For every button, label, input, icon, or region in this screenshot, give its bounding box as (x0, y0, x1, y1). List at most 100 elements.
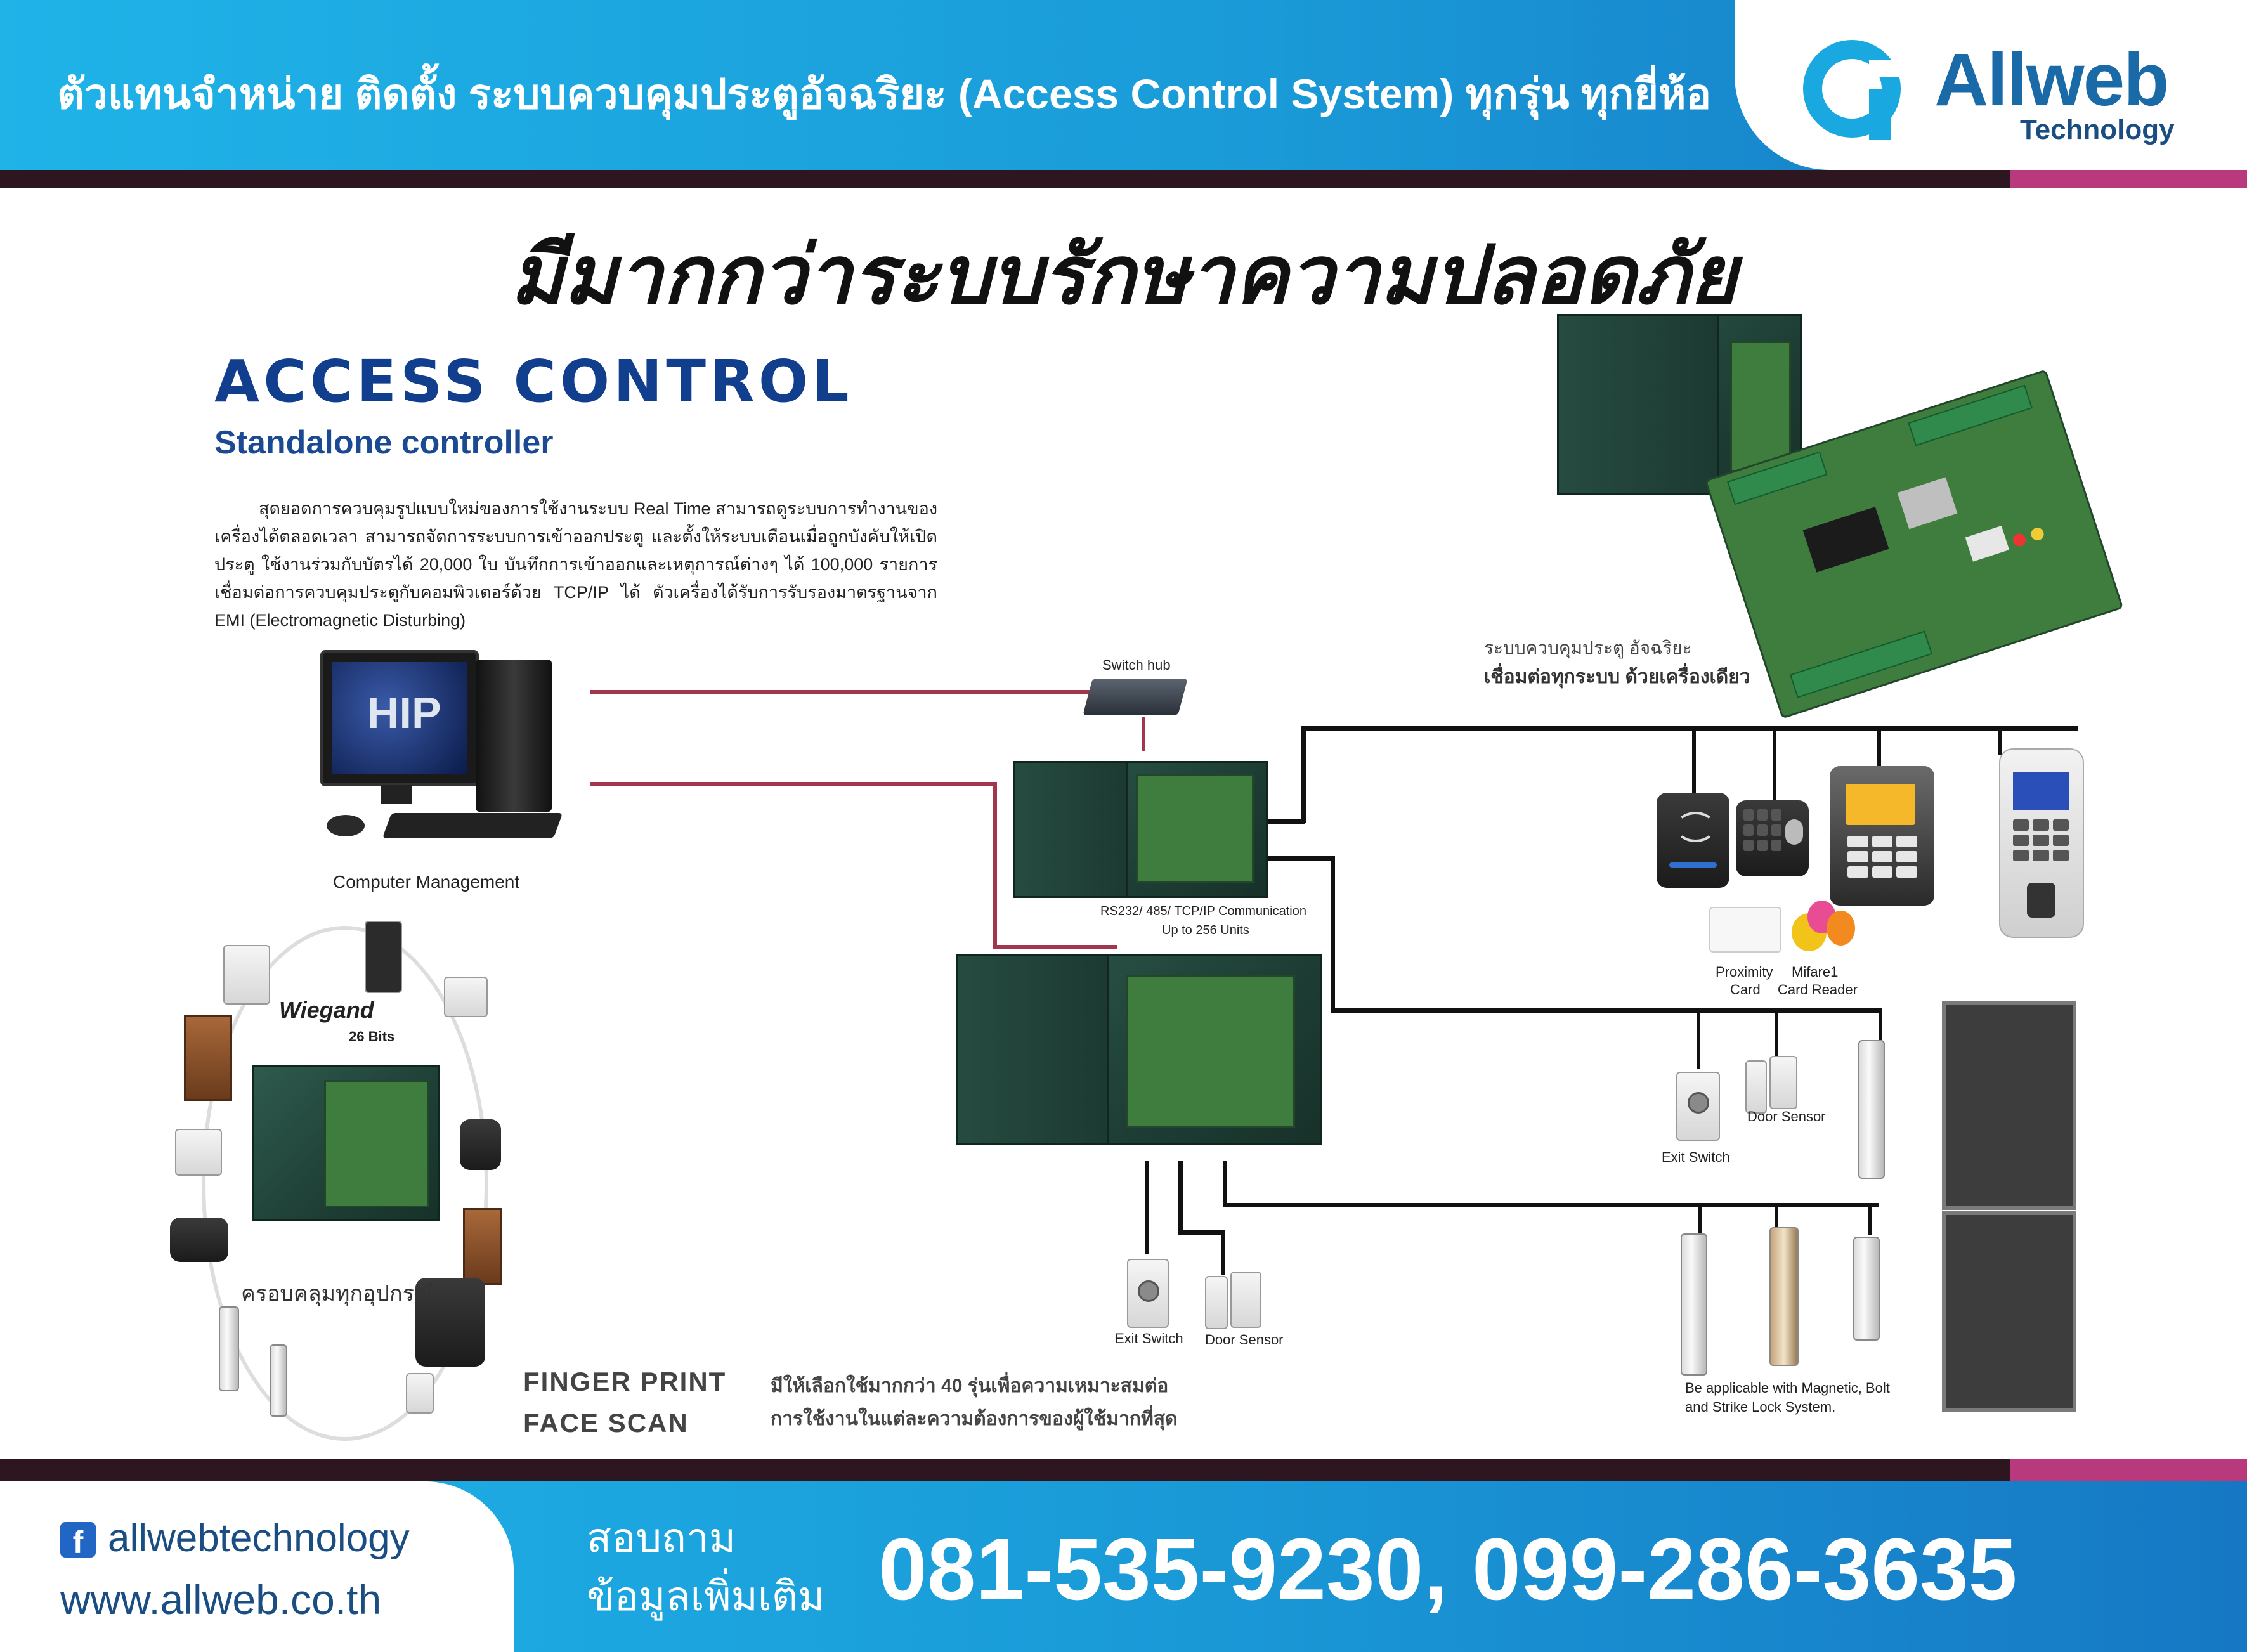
ring-face-terminal (415, 1278, 485, 1367)
computer-label: Computer Management (333, 872, 520, 892)
wire-black-5 (1773, 726, 1776, 802)
header-title: ตัวแทนจำหน่าย ติดตั้ง ระบบควบคุมประตูอัจ… (57, 70, 1712, 117)
fingerprint-terminal (1999, 748, 2084, 938)
cabinet-2-board (1126, 975, 1295, 1128)
models-description-1: มีให้เลือกใช้มากกว่า 40 รุ่นเพื่อความเหม… (771, 1376, 1169, 1396)
inquiry-label-2: ข้อมูลเพิ่มเติม (587, 1573, 825, 1619)
wire-black-14 (1145, 1161, 1149, 1254)
inquiry-label-1: สอบถาม (587, 1515, 736, 1561)
wire-black-6 (1877, 726, 1881, 771)
keyboard (382, 813, 563, 838)
exit-switch-lower (1127, 1259, 1169, 1328)
door-sensor-lower-label: Door Sensor (1205, 1332, 1284, 1348)
door-upper (1942, 1001, 2076, 1210)
wire-black-2 (1301, 726, 1306, 823)
wire-black-7 (1998, 726, 2002, 755)
models-description-2: การใช้งานในแต่ละความต้องการของผู้ใช้มากท… (771, 1408, 1178, 1429)
bolt-lock-lower (1769, 1227, 1799, 1366)
top-stripe (0, 170, 2247, 188)
proximity-card-label-1: Proximity (1716, 964, 1773, 980)
ring-device-2 (444, 977, 488, 1017)
lock-caption-1: Be applicable with Magnetic, Bolt (1685, 1380, 1890, 1396)
mifare-label-2: Card Reader (1778, 982, 1858, 998)
wire-black-3 (1301, 726, 2078, 731)
door-lower (1942, 1211, 2076, 1412)
proximity-card (1709, 907, 1781, 953)
footer-contact-panel (0, 1481, 514, 1652)
phone-numbers[interactable]: 081-535-9230, 099-286-3635 (878, 1521, 2017, 1618)
wire-black-12 (1775, 1008, 1778, 1059)
comm-label-1: RS232/ 485/ TCP/IP Communication (1100, 904, 1306, 918)
access-control-subtitle: Standalone controller (214, 424, 554, 461)
ring-device-4 (460, 1119, 501, 1170)
wire-red-2 (1142, 717, 1145, 751)
facebook-icon[interactable]: f (60, 1522, 96, 1560)
wire-black-11 (1697, 1008, 1700, 1069)
ring-reader-top (365, 921, 402, 993)
access-control-description: สุดยอดการควบคุมรูปแบบใหม่ของการใช้งานระบ… (214, 499, 937, 630)
switch-hub-label: Switch hub (1102, 657, 1171, 673)
wire-black-8 (1265, 856, 1332, 861)
monitor-stand (381, 785, 412, 804)
fingerprint-icon (1785, 819, 1803, 845)
proximity-card-label-2: Card (1730, 982, 1761, 998)
wire-black-4 (1692, 726, 1696, 809)
magnetic-lock-upper (1858, 1040, 1885, 1179)
finger-print-title: FINGER PRINT (523, 1367, 727, 1396)
magnetic-lock-lower (1681, 1233, 1707, 1376)
ring-door-right (463, 1208, 502, 1285)
exit-switch-lower-label: Exit Switch (1115, 1330, 1183, 1346)
exit-switch-upper (1676, 1072, 1720, 1141)
main-heading: มีมากกว่าระบบรักษาความปลอดภัย (510, 230, 1737, 321)
wire-black-9 (1331, 856, 1335, 1011)
ring-bolt (270, 1344, 287, 1417)
ring-door-left (184, 1015, 232, 1101)
wire-red-4 (993, 782, 997, 947)
facebook-link[interactable]: allwebtechnology (108, 1516, 410, 1560)
controller-caption-2: เชื่อมต่อทุกระบบ ด้วยเครื่องเดียว (1484, 667, 1750, 687)
cabinet-door (1559, 316, 1719, 493)
wire-black-21 (1775, 1203, 1778, 1228)
strike-lock-lower (1853, 1237, 1880, 1341)
terminal-reader (1830, 766, 1934, 906)
pc-tower (476, 660, 552, 812)
ring-exit (406, 1373, 434, 1414)
door-sensor-lower-a (1205, 1276, 1228, 1329)
bits-label: 26 Bits (349, 1029, 395, 1044)
door-sensor-upper-label: Door Sensor (1747, 1109, 1826, 1124)
wire-black-13 (1879, 1008, 1882, 1040)
allweb-logo-icon (1803, 40, 1906, 140)
controller-caption-1: ระบบควบคุมประตู อัจฉริยะ (1484, 638, 1692, 658)
wiegand-label: Wiegand (279, 997, 374, 1023)
exit-switch-upper-label: Exit Switch (1662, 1149, 1730, 1165)
wire-red-1 (590, 690, 1091, 694)
keypad-reader (1736, 800, 1809, 876)
bottom-stripe-accent (2010, 1459, 2247, 1481)
ring-caption: ครอบคลุมทุกอุปกรณ์ (241, 1282, 434, 1306)
wire-black-1 (1265, 819, 1305, 824)
bottom-stripe (0, 1459, 2247, 1481)
wire-black-16 (1178, 1230, 1221, 1235)
comm-label-2: Up to 256 Units (1162, 923, 1249, 937)
exit-button-icon (1688, 1092, 1709, 1114)
controller-cabinet-1 (1013, 761, 1268, 898)
ring-device-5 (170, 1218, 228, 1262)
ring-mag-lock (219, 1306, 239, 1391)
proximity-reader (1657, 793, 1729, 888)
key-fob-orange (1827, 911, 1855, 946)
door-sensor-lower-b (1230, 1272, 1261, 1328)
wire-black-22 (1868, 1203, 1872, 1235)
ring-device-1 (223, 945, 270, 1005)
website-link[interactable]: www.allweb.co.th (60, 1576, 382, 1623)
device-ring (202, 926, 488, 1441)
controller-cabinet-large (1557, 314, 1802, 495)
cabinet-2-door (958, 956, 1109, 1143)
wire-black-20 (1698, 1203, 1702, 1238)
cabinet-board (1730, 341, 1791, 472)
access-control-title: ACCESS CONTROL (214, 348, 853, 415)
rfid-wave-icon (1676, 812, 1716, 842)
top-stripe-accent (2010, 170, 2247, 188)
ring-device-3 (175, 1129, 222, 1176)
ring-center-controller (252, 1065, 440, 1221)
lock-caption-2: and Strike Lock System. (1685, 1399, 1836, 1415)
